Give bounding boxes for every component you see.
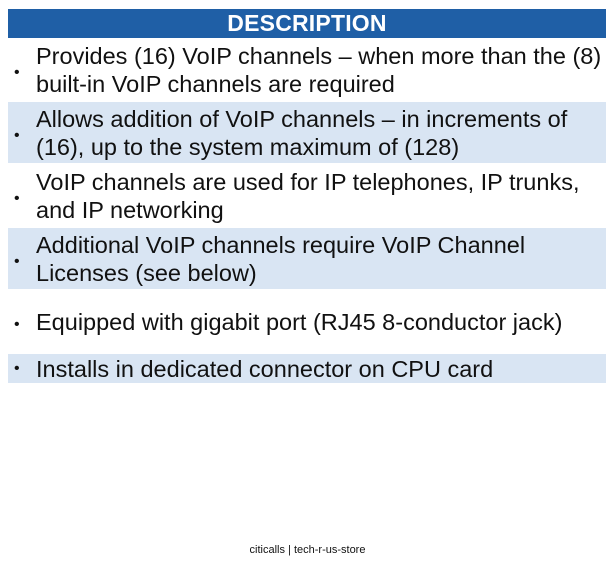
description-header: DESCRIPTION: [8, 9, 606, 38]
list-item-text: Allows addition of VoIP channels – in in…: [36, 105, 568, 160]
list-item: • Installs in dedicated connector on CPU…: [8, 354, 606, 383]
list-item-text: Provides (16) VoIP channels – when more …: [36, 42, 602, 97]
description-panel: DESCRIPTION • Provides (16) VoIP channel…: [8, 9, 606, 383]
bullet-icon: •: [14, 315, 20, 333]
list-item-text: Installs in dedicated connector on CPU c…: [36, 355, 494, 382]
list-item: • Allows addition of VoIP channels – in …: [8, 102, 606, 163]
bullet-icon: •: [14, 359, 20, 377]
list-item: • VoIP channels are used for IP telephon…: [8, 165, 606, 226]
list-item-text: VoIP channels are used for IP telephones…: [36, 168, 580, 223]
list-item: • Additional VoIP channels require VoIP …: [8, 228, 606, 289]
list-item: • Provides (16) VoIP channels – when mor…: [8, 39, 606, 100]
list-item-text: Equipped with gigabit port (RJ45 8-condu…: [36, 308, 563, 335]
bullet-icon: •: [14, 126, 20, 144]
bullet-icon: •: [14, 189, 20, 207]
footer-credit: citicalls | tech-r-us-store: [249, 544, 366, 556]
description-list: • Provides (16) VoIP channels – when mor…: [8, 39, 606, 383]
bullet-icon: •: [14, 63, 20, 81]
list-item-text: Additional VoIP channels require VoIP Ch…: [36, 231, 526, 286]
bullet-icon: •: [14, 252, 20, 270]
list-item: • Equipped with gigabit port (RJ45 8-con…: [8, 291, 606, 352]
